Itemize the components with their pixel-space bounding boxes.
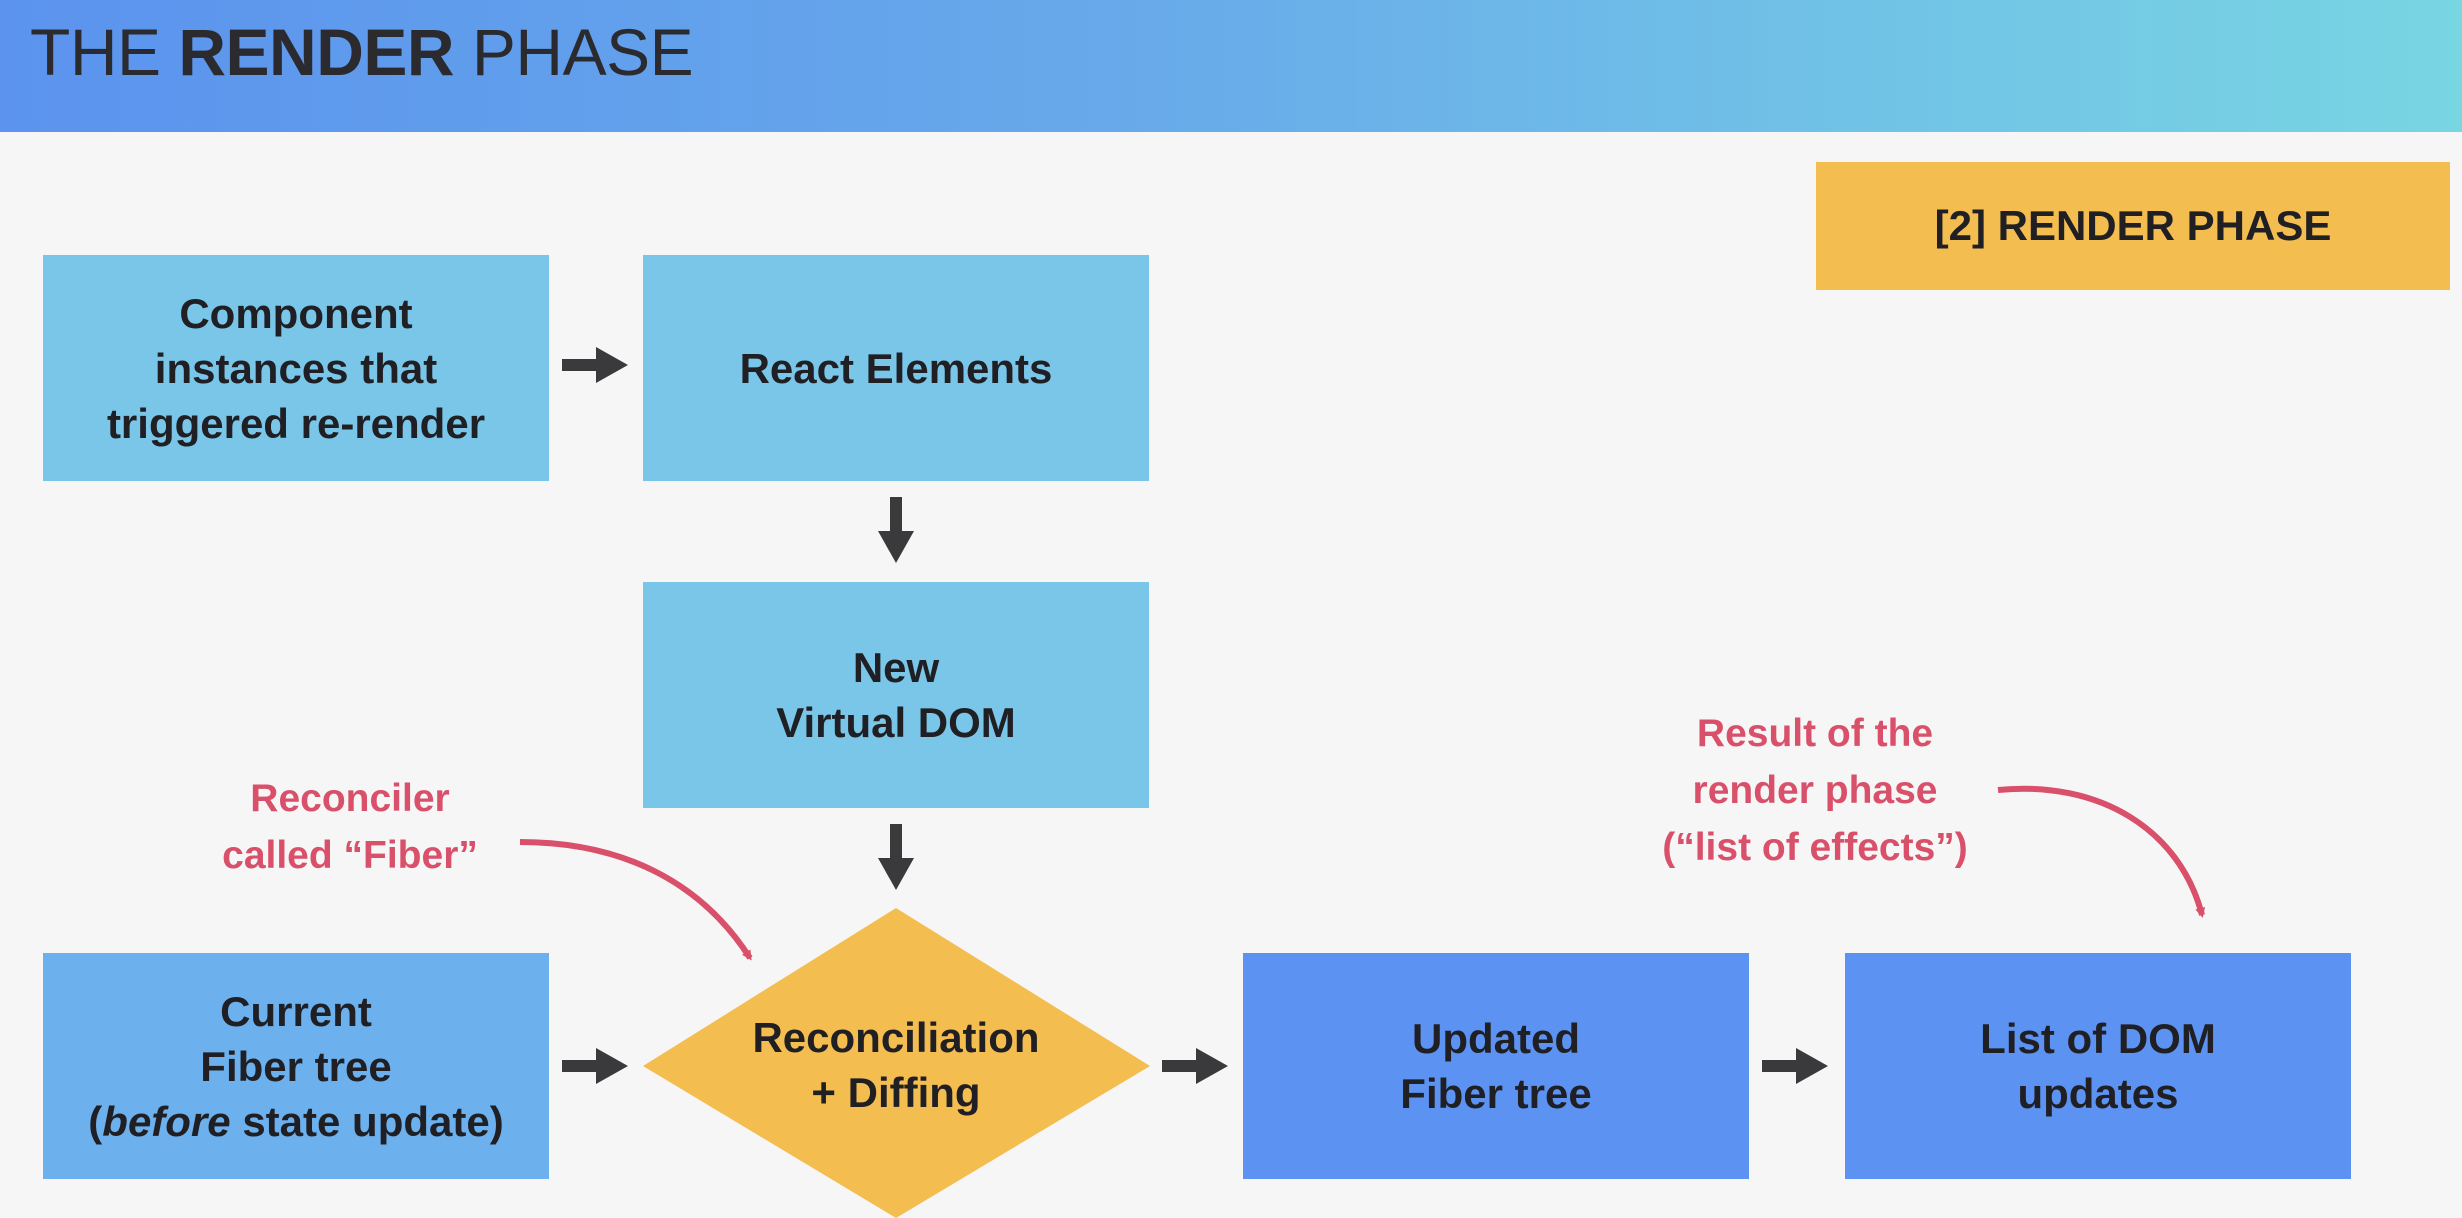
italic-before: before: [102, 1097, 231, 1145]
box-line: New: [852, 644, 940, 691]
component-instances-box: Component instances that triggered re-re…: [43, 255, 549, 481]
title-prefix: THE: [30, 15, 179, 89]
box-line: Reconciliation: [752, 1014, 1040, 1061]
page-title: THE RENDER PHASE: [30, 14, 694, 90]
result-annotation: Result of the render phase (“list of eff…: [1580, 705, 2050, 876]
arrow-right-icon: [1162, 1048, 1228, 1084]
box-line: React Elements: [739, 344, 1053, 392]
render-phase-badge: [2] RENDER PHASE: [1816, 162, 2450, 290]
box-line: instances that: [154, 344, 438, 392]
box-line: List of DOM: [1980, 1015, 2216, 1062]
box-line: Updated: [1412, 1015, 1580, 1062]
open-paren: (: [88, 1097, 103, 1145]
updated-fiber-tree-box: Updated Fiber tree: [1243, 953, 1749, 1179]
box-line: Fiber tree: [1400, 1070, 1592, 1117]
current-fiber-tree-box: Current Fiber tree (before state update): [43, 953, 549, 1179]
result-pointer-arrow: [1997, 785, 2206, 918]
reconciler-pointer-arrow: [519, 839, 753, 961]
header-bar: THE RENDER PHASE: [0, 0, 2462, 132]
reconciliation-diamond: [643, 908, 1150, 1218]
annotation-line: Reconciler: [250, 777, 450, 820]
box-line-with-italic: (before state update): [88, 1094, 503, 1149]
box-line: triggered re-render: [106, 399, 486, 447]
reconciliation-label: Reconciliation + Diffing: [645, 1010, 1147, 1120]
arrow-down-icon: [878, 824, 914, 890]
annotation-line: (“list of effects”): [1662, 826, 1968, 869]
box-line: Current: [220, 987, 372, 1035]
react-elements-box: React Elements: [643, 255, 1149, 481]
title-suffix: PHASE: [454, 15, 694, 89]
reconciler-annotation: Reconciler called “Fiber”: [160, 770, 540, 884]
new-virtual-dom-box: New Virtual DOM: [643, 582, 1149, 808]
state-update-text: state update): [230, 1097, 504, 1145]
title-bold: RENDER: [178, 15, 455, 89]
box-line: updates: [2017, 1070, 2179, 1117]
badge-label: [2] RENDER PHASE: [1934, 202, 2332, 249]
list-of-dom-updates-box: List of DOM updates: [1845, 953, 2351, 1179]
arrow-right-icon: [562, 347, 628, 383]
box-line: Fiber tree: [200, 1042, 392, 1090]
annotation-line: called “Fiber”: [222, 834, 478, 877]
box-line: Virtual DOM: [776, 699, 1016, 746]
annotation-line: Result of the: [1696, 712, 1934, 755]
arrow-right-icon: [562, 1048, 628, 1084]
box-line: Component: [179, 289, 413, 337]
annotation-line: render phase: [1692, 769, 1938, 812]
arrow-down-icon: [878, 497, 914, 563]
box-line: + Diffing: [811, 1069, 981, 1116]
arrow-right-icon: [1762, 1048, 1828, 1084]
